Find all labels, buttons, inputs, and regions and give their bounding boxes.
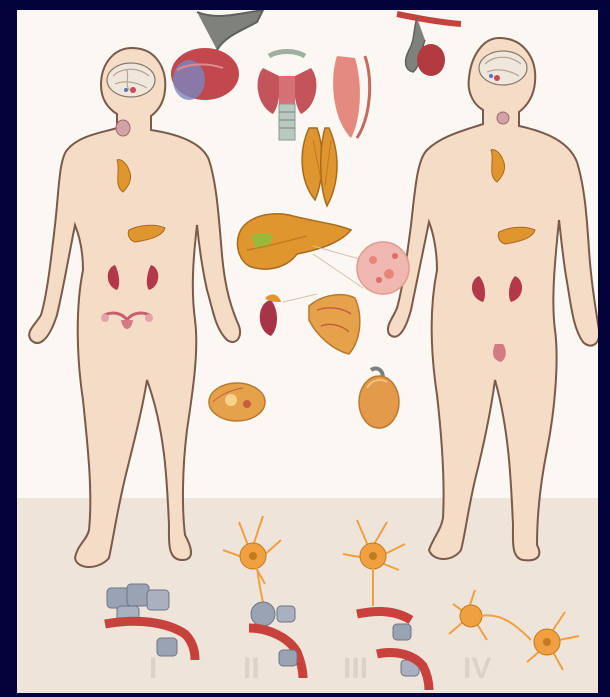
numeral-label: I — [149, 652, 157, 685]
adrenal-kidney-icon — [260, 295, 281, 336]
female-figure — [29, 48, 240, 567]
pancreas-icon — [237, 214, 351, 269]
pituitary-icon — [171, 10, 263, 100]
thyroid-icon — [497, 112, 509, 124]
adrenal-section-icon — [283, 294, 360, 354]
ovary-icon — [209, 383, 265, 421]
male-figure — [388, 38, 598, 560]
brain-icon — [107, 63, 155, 97]
parathyroid-icon — [333, 56, 370, 138]
hypothalamus-vessel-icon — [397, 14, 461, 76]
numeral-label: IV — [463, 652, 491, 685]
thymus-icon — [302, 128, 337, 206]
male-silhouette — [388, 38, 598, 560]
endocrine-diagram: I II — [17, 10, 598, 693]
trachea-icon — [279, 104, 295, 140]
islet-cells-icon — [313, 242, 409, 294]
thyroid-icon — [116, 120, 130, 136]
illustration-panel: I II — [17, 10, 598, 693]
female-silhouette — [29, 48, 240, 567]
numeral-label: III — [343, 652, 368, 685]
testis-icon — [359, 368, 399, 428]
numeral-label: II — [243, 652, 260, 685]
brain-icon — [479, 51, 527, 85]
